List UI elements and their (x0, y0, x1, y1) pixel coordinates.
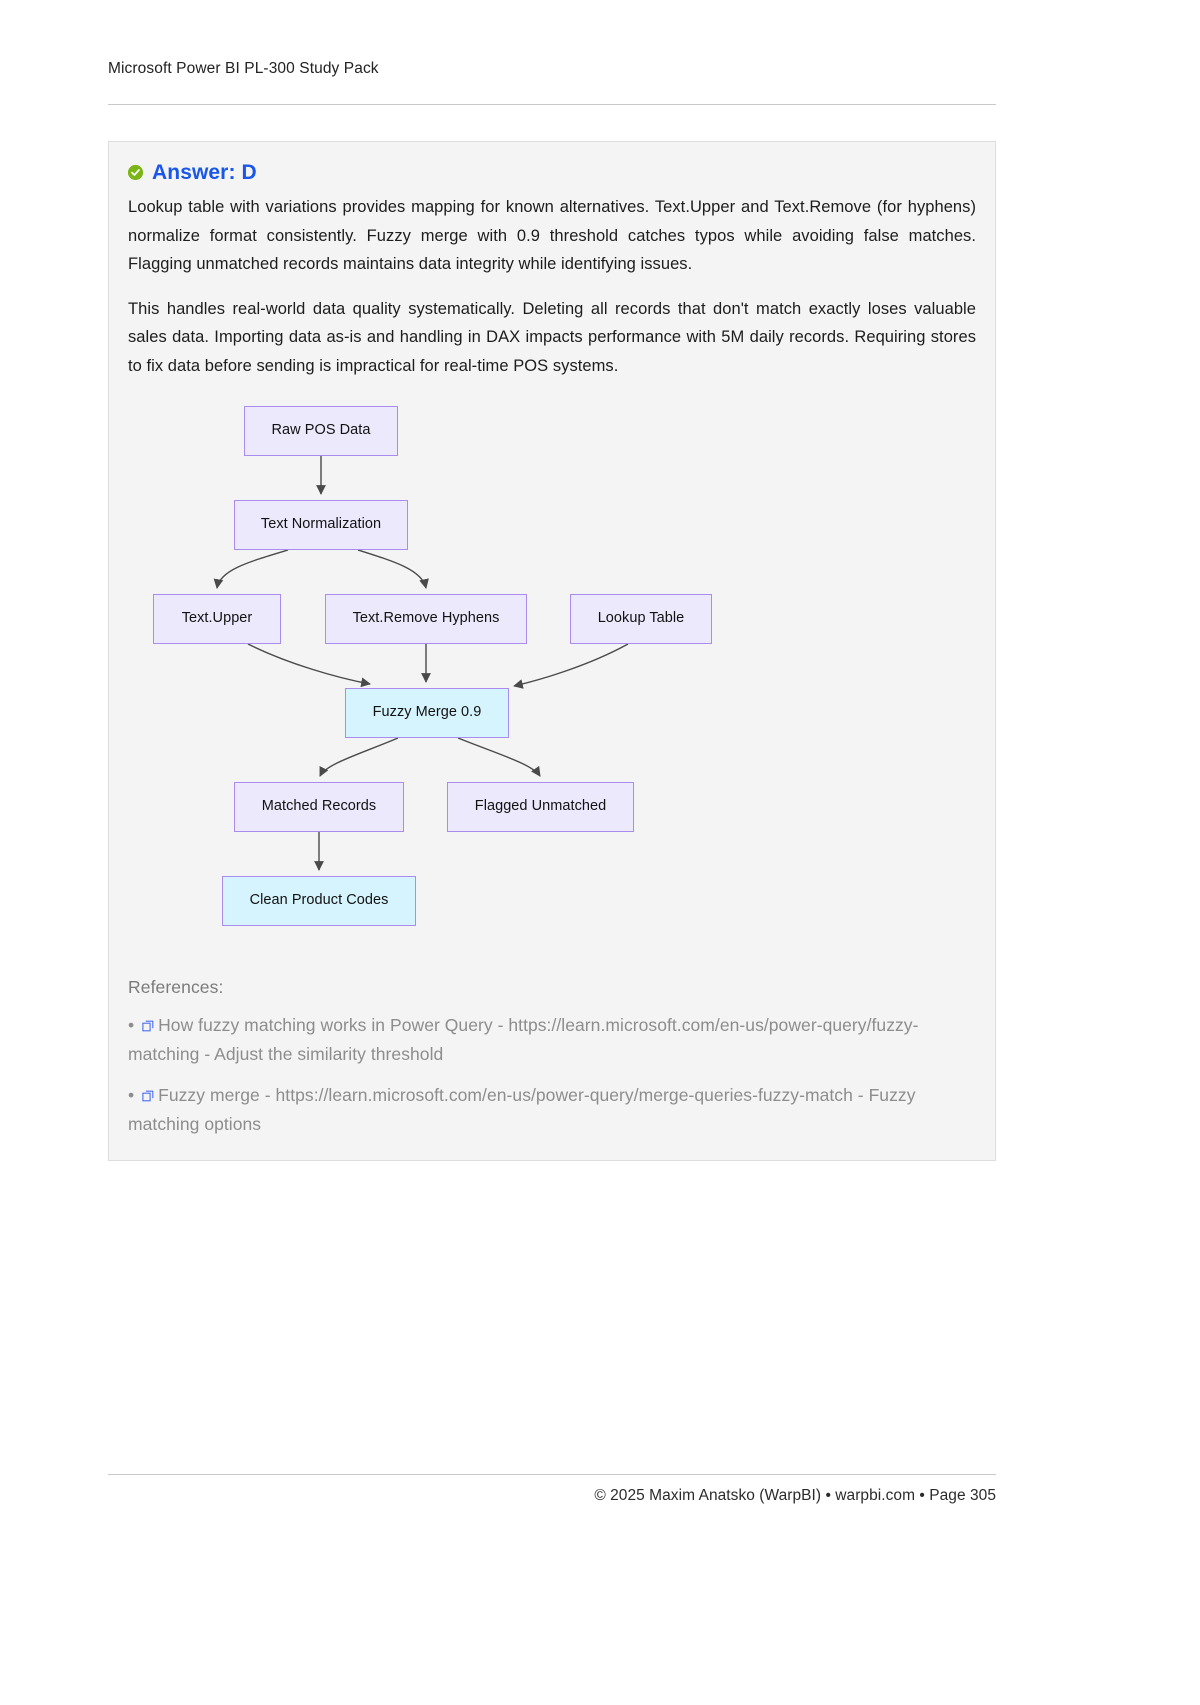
flow-node-label: Raw POS Data (271, 422, 371, 439)
page-header: Microsoft Power BI PL-300 Study Pack (108, 60, 996, 79)
flow-node-label: Flagged Unmatched (474, 798, 607, 815)
flowchart-edges (213, 456, 629, 871)
flow-node-matched-records: Matched Records (234, 782, 404, 832)
header-title: Microsoft Power BI PL-300 Study Pack (108, 60, 379, 77)
flow-node-label: Text.Upper (181, 610, 253, 627)
flow-node-label: Lookup Table (597, 610, 685, 627)
flow-node-text-normalization: Text Normalization (234, 500, 408, 550)
reference-item: • Fuzzy merge - https://learn.microsoft.… (128, 1081, 976, 1138)
bullet-marker: • (128, 1085, 135, 1105)
external-link-icon (142, 1082, 154, 1110)
flow-node-raw-pos-data: Raw POS Data (244, 406, 398, 456)
footer-divider (108, 1474, 996, 1475)
answer-heading: Answer: D (128, 162, 976, 183)
references-title: References: (128, 977, 224, 997)
reference-item: • How fuzzy matching works in Power Quer… (128, 1011, 976, 1068)
bullet-marker: • (128, 1015, 135, 1035)
flow-node-label: Text.Remove Hyphens (352, 610, 500, 627)
flow-node-clean-product-codes: Clean Product Codes (222, 876, 416, 926)
answer-card: Answer: D Lookup table with variations p… (108, 141, 996, 1161)
flow-node-lookup-table: Lookup Table (570, 594, 712, 644)
answer-paragraph-2: This handles real-world data quality sys… (128, 299, 976, 375)
flowchart-diagram: Raw POS Data Text Normalization Text.Upp… (128, 398, 978, 943)
answer-paragraph-1: Lookup table with variations provides ma… (128, 198, 976, 273)
flow-node-label: Fuzzy Merge 0.9 (372, 704, 482, 721)
answer-label: Answer: D (152, 161, 257, 184)
reference-text[interactable]: Fuzzy merge - https://learn.microsoft.co… (128, 1085, 916, 1134)
external-link-icon (142, 1012, 154, 1040)
flow-node-flagged-unmatched: Flagged Unmatched (447, 782, 634, 832)
flow-node-label: Matched Records (261, 798, 377, 815)
header-divider (108, 104, 996, 105)
flow-node-text-upper: Text.Upper (153, 594, 281, 644)
flow-node-label: Clean Product Codes (249, 892, 389, 909)
flow-node-text-remove-hyphens: Text.Remove Hyphens (325, 594, 527, 644)
flow-node-fuzzy-merge: Fuzzy Merge 0.9 (345, 688, 509, 738)
flow-node-label: Text Normalization (260, 516, 382, 533)
check-circle-icon (128, 165, 143, 180)
reference-text[interactable]: How fuzzy matching works in Power Query … (128, 1015, 919, 1064)
page-footer: © 2025 Maxim Anatsko (WarpBI) • warpbi.c… (594, 1487, 996, 1504)
